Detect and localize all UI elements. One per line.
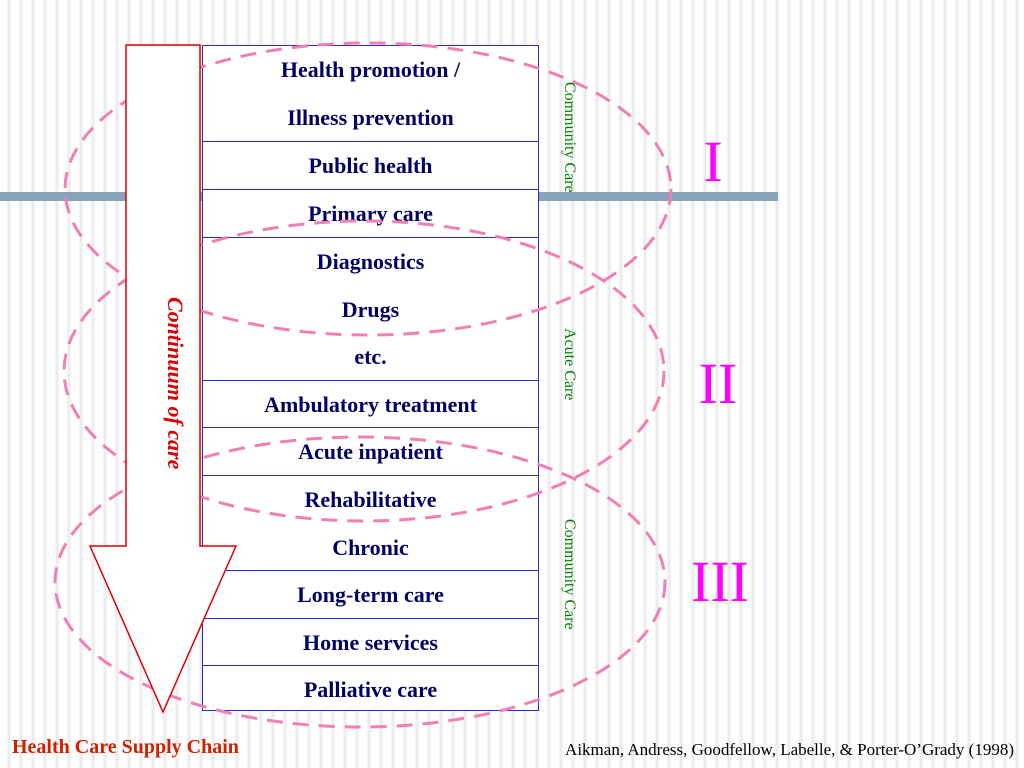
row-text: Health promotion / [280, 57, 461, 82]
footer-citation: Aikman, Andress, Goodfellow, Labelle, & … [565, 740, 1014, 759]
row-text: Palliative care [303, 677, 438, 702]
row-rehabilitative: Rehabilitative Chronic [203, 476, 538, 571]
row-text: Drugs [341, 296, 400, 322]
section-numeral-i: I [703, 129, 723, 194]
row-primary-care: Primary care [203, 190, 538, 237]
row-palliative-care: Palliative care [203, 666, 538, 711]
continuum-of-care-label: Continuum of care [163, 296, 188, 470]
row-ambulatory: Ambulatory treatment [203, 381, 538, 428]
acute-care-label: Acute Care [561, 328, 578, 401]
row-text: Public health [308, 153, 433, 178]
row-home-services: Home services [203, 619, 538, 666]
row-text: Long-term care [297, 582, 444, 607]
row-diagnostics: Diagnostics Drugs etc. [203, 238, 538, 380]
section-numeral-iii: III [691, 549, 749, 614]
row-text: Acute inpatient [298, 439, 443, 464]
section-numeral-ii: II [698, 351, 738, 416]
row-text: Rehabilitative [304, 487, 437, 512]
care-levels-table: Health promotion / Illness prevention Pu… [202, 45, 539, 711]
community-care-label-bottom: Community Care [561, 519, 578, 630]
row-text: Illness prevention [287, 104, 454, 130]
row-text: etc. [354, 344, 387, 369]
row-text: Ambulatory treatment [264, 392, 477, 417]
row-text: Chronic [332, 534, 409, 560]
row-text: Diagnostics [316, 249, 425, 274]
row-public-health: Public health [203, 142, 538, 189]
row-health-promotion: Health promotion / Illness prevention [203, 46, 538, 141]
footer-title: Health Care Supply Chain [12, 736, 239, 758]
row-text: Home services [303, 630, 438, 655]
row-text: Primary care [308, 201, 433, 226]
row-acute-inpatient: Acute inpatient [203, 428, 538, 475]
row-long-term-care: Long-term care [203, 571, 538, 618]
community-care-label-top: Community Care [561, 82, 578, 193]
